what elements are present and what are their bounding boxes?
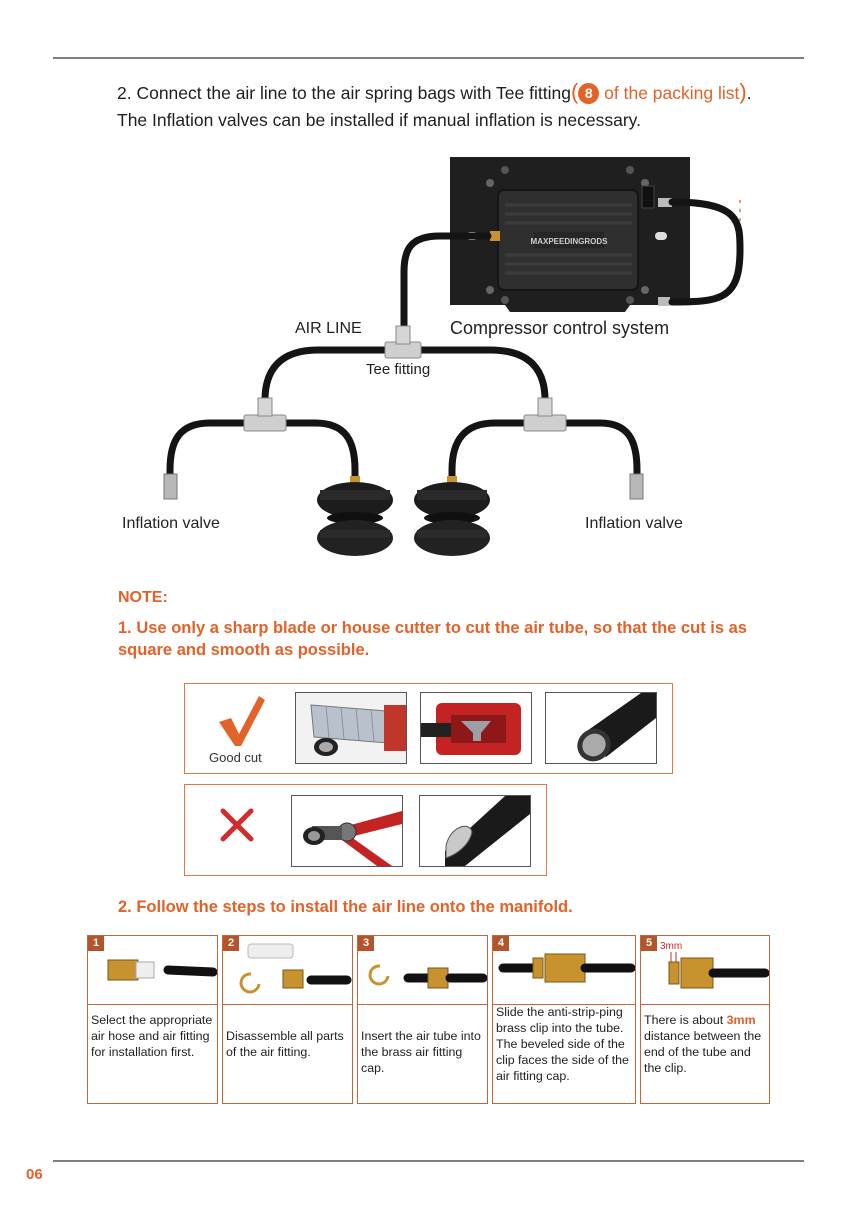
compressor-control-system: MAXPEEDINGRODS — [450, 157, 690, 312]
good-cut-box: Good cut — [184, 683, 673, 774]
intro-text-2: . The Inflation valves can be installed … — [117, 83, 752, 130]
page-number: 06 — [26, 1166, 43, 1183]
tee-fitting-left — [243, 397, 287, 432]
intro-paragraph: 2. Connect the air line to the air sprin… — [117, 78, 757, 134]
step-card-3: 3 Insert the air tube into the brass air… — [357, 935, 488, 1104]
air-line-diagram: MAXPEEDINGRODS — [163, 157, 744, 556]
tee-fitting-label: Tee fitting — [366, 361, 431, 378]
step-5-dimension-label: 3mm — [660, 941, 683, 952]
step-5-text-before: There is about — [644, 1013, 727, 1027]
top-rule — [53, 57, 804, 59]
step-card-4: 4 Slide the anti-strip-ping brass clip i… — [492, 935, 636, 1104]
intro-paren-open: ( — [570, 79, 579, 104]
compressor-label: Compressor control system — [450, 318, 670, 338]
note-heading: NOTE: — [118, 589, 168, 606]
tee-fitting-right — [523, 397, 567, 432]
blade-cutter-photo — [295, 692, 407, 764]
step-4-illustration — [493, 936, 636, 1005]
step-2-number: 2 — [223, 936, 239, 951]
note-item-1: 1. Use only a sharp blade or house cutte… — [118, 619, 747, 659]
good-cut-label: Good cut — [209, 750, 262, 765]
clean-tube-end-photo — [545, 692, 657, 764]
step-3-text: Insert the air tube into the brass air f… — [361, 1029, 481, 1075]
inflation-valve-left — [163, 473, 178, 500]
check-icon — [219, 696, 265, 746]
step-1-illustration — [88, 936, 218, 1005]
tee-fitting-main — [384, 325, 422, 359]
step-3-illustration — [358, 936, 488, 1005]
step-5-text-after: distance between the end of the tube and… — [644, 1029, 762, 1075]
bottom-rule — [53, 1160, 804, 1162]
step-1-text: Select the appropriate air hose and air … — [91, 1013, 213, 1059]
packing-item-number-badge: 8 — [578, 83, 600, 104]
step-5-number: 5 — [641, 936, 657, 951]
step-2-text: Disassemble all parts of the air fitting… — [226, 1029, 344, 1059]
tube-cutter-photo — [420, 692, 532, 764]
inflation-valve-left-label: Inflation valve — [122, 515, 220, 532]
step-4-text: Slide the anti-strip-ping brass clip int… — [496, 1005, 629, 1083]
step-card-2: 2 Disassemble all parts of the air fitti… — [222, 935, 353, 1104]
inflation-valve-right-label: Inflation valve — [585, 515, 683, 532]
step-card-5: 3mm 5 There is about 3mm distance betwee… — [640, 935, 770, 1104]
intro-text-1: 2. Connect the air line to the air sprin… — [117, 83, 571, 103]
step-1-number: 1 — [88, 936, 104, 951]
intro-highlight: of the packing list — [599, 83, 740, 103]
compressor-brand-text: MAXPEEDINGRODS — [531, 237, 609, 246]
step-5-text: There is about 3mm distance between the … — [644, 1012, 767, 1076]
air-line-hoses — [166, 198, 744, 484]
step-2-illustration — [223, 936, 352, 1005]
step-5-illustration — [641, 936, 770, 1005]
inflation-valve-right — [629, 473, 644, 500]
air-line-label: AIR LINE — [295, 320, 362, 337]
step-5-highlight: 3mm — [726, 1013, 756, 1027]
bad-cut-box — [184, 784, 547, 876]
step-4-number: 4 — [493, 936, 509, 951]
step-3-number: 3 — [358, 936, 374, 951]
air-spring-bag-right — [414, 476, 490, 556]
air-spring-bag-left — [317, 476, 393, 556]
crushed-tube-end-photo — [419, 795, 531, 867]
step-card-1: 1 Select the appropriate air hose and ai… — [87, 935, 218, 1104]
cross-icon — [220, 808, 254, 842]
note-item-2: 2. Follow the steps to install the air l… — [118, 898, 573, 916]
intro-paren-close: ) — [739, 79, 747, 104]
pliers-photo — [291, 795, 403, 867]
